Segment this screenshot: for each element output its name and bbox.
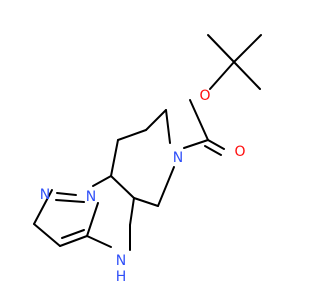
bond [55, 199, 85, 203]
bond [207, 34, 235, 63]
bond [117, 129, 147, 141]
molecule-drawing: O O N N N N H [33, 34, 262, 285]
bond [86, 202, 99, 237]
bond [92, 175, 112, 187]
bond [86, 235, 112, 248]
atom-carbonyl-oxygen: O [234, 144, 245, 160]
bond [133, 197, 159, 207]
bond [56, 192, 77, 196]
bond [233, 34, 262, 63]
bond [204, 145, 222, 156]
atom-piperidine-nitrogen: N [173, 150, 183, 166]
bond [183, 139, 209, 149]
bond [110, 175, 135, 199]
bond [61, 229, 85, 239]
atom-amine-h: H [116, 269, 127, 285]
bond [207, 139, 225, 150]
bond [233, 61, 261, 90]
bond [157, 166, 175, 207]
bond [165, 109, 171, 144]
bond [189, 99, 209, 141]
atom-amine-nh: N [116, 253, 126, 269]
bond [209, 61, 235, 90]
atom-ester-oxygen: O [199, 88, 210, 104]
bond [110, 139, 119, 177]
bond [129, 197, 135, 226]
atom-pyrazole-n2: N [40, 187, 50, 203]
bonds [33, 34, 262, 251]
structure-canvas: O O N N N N H [33, 34, 262, 285]
bond [59, 235, 88, 247]
bond [145, 109, 167, 131]
bond [33, 223, 61, 247]
atom-labels: O O N N N N H [40, 88, 246, 285]
bond [33, 189, 53, 225]
atom-pyrazole-n1: N [86, 189, 96, 205]
